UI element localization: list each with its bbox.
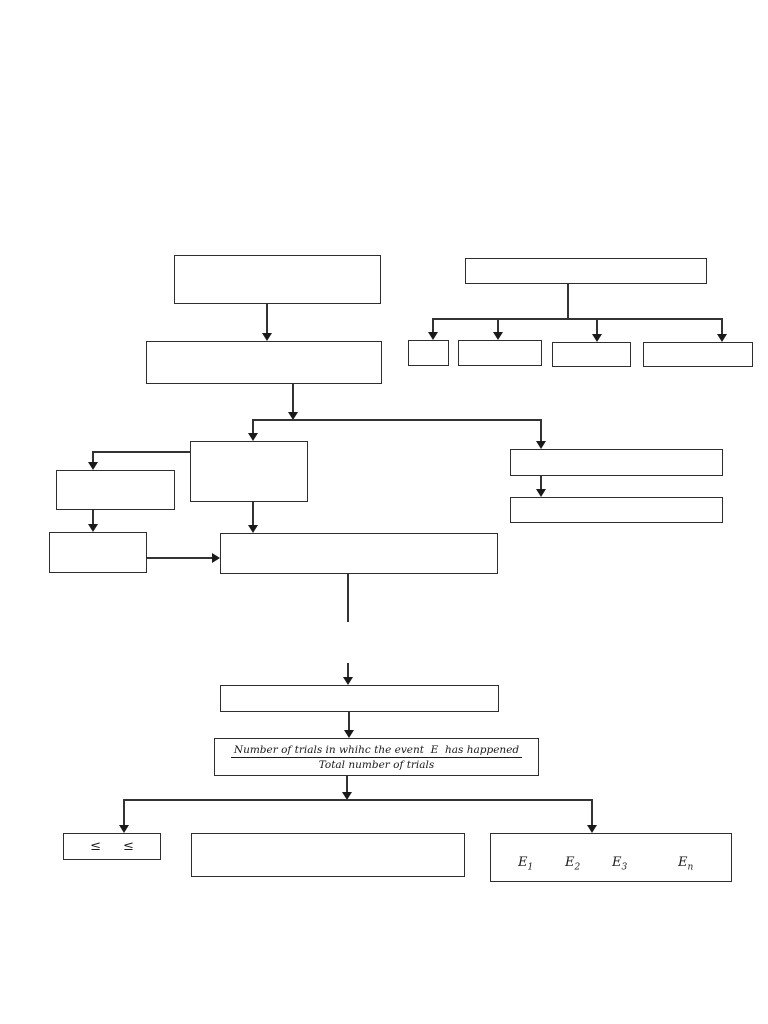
arrowhead-child-to-merge xyxy=(212,553,220,563)
box-events xyxy=(490,833,732,882)
box-right-root xyxy=(465,258,707,284)
event-base: E xyxy=(565,855,575,870)
connector-level2-down xyxy=(292,384,294,412)
formula-denominator: Total number of trials xyxy=(318,758,435,771)
connector-child-to-merge xyxy=(147,557,212,559)
event-label-3: E3 xyxy=(612,855,627,873)
connector-formula-down xyxy=(346,776,348,792)
box-right-child-3 xyxy=(552,342,631,367)
box-right-child-4 xyxy=(643,342,753,367)
box-bottom-middle xyxy=(191,833,465,877)
connector-main-to-merge xyxy=(252,502,254,525)
box-right-child-2 xyxy=(458,340,542,366)
connector-right-drop-1 xyxy=(432,318,434,332)
box-branch-left xyxy=(56,470,175,510)
box-branch-main xyxy=(190,441,308,502)
event-subscript: 3 xyxy=(621,862,628,873)
connector-merge-down-upper xyxy=(347,574,349,622)
arrowhead-left-child-down xyxy=(88,524,98,532)
leq-symbol-right: ≤ xyxy=(123,839,134,854)
box-merge-wide xyxy=(220,533,498,574)
arrowhead-split-right xyxy=(536,441,546,449)
event-subscript: n xyxy=(687,862,694,873)
events-content: E1 E2 E3 En xyxy=(490,833,732,882)
box-branch-left-child xyxy=(49,532,147,573)
arrowhead-bottom-right xyxy=(587,825,597,833)
connector-bottom-left-drop xyxy=(123,799,125,825)
formula-numerator: Number of trials in whihc the event E ha… xyxy=(230,744,523,758)
event-base: E xyxy=(678,855,688,870)
connector-split-left-drop xyxy=(252,419,254,433)
connector-right-drop-4 xyxy=(721,318,723,334)
event-base: E xyxy=(518,855,528,870)
box-right-mid-2 xyxy=(510,497,723,523)
box-right-mid-1 xyxy=(510,449,723,476)
arrowhead-root-down xyxy=(262,333,272,341)
connector-left-child-down xyxy=(92,510,94,524)
connector-root-down xyxy=(266,304,268,333)
arrowhead-right-mid-down xyxy=(536,489,546,497)
connector-bottom-right-drop xyxy=(591,799,593,825)
connector-right-mid-down xyxy=(540,476,542,489)
arrowhead-right-drop-3 xyxy=(592,334,602,342)
event-subscript: 1 xyxy=(527,862,534,873)
event-subscript: 2 xyxy=(574,862,581,873)
connector-main-to-left xyxy=(92,451,190,453)
arrowhead-right-drop-4 xyxy=(717,334,727,342)
arrowhead-merge-down xyxy=(343,677,353,685)
arrowhead-narrow-to-formula xyxy=(344,730,354,738)
inequality-content: ≤ ≤ xyxy=(63,833,161,860)
connector-split-horizontal xyxy=(252,419,542,421)
arrowhead-level2-down xyxy=(288,412,298,420)
arrowhead-right-drop-2 xyxy=(493,332,503,340)
arrowhead-main-to-merge xyxy=(248,525,258,533)
arrowhead-right-drop-1 xyxy=(428,332,438,340)
connector-right-drop-2 xyxy=(497,318,499,332)
connector-merge-down-lower xyxy=(347,663,349,677)
arrowhead-left-drop xyxy=(88,462,98,470)
connector-right-drop-3 xyxy=(596,318,598,334)
arrowhead-split-left xyxy=(248,433,258,441)
connector-right-horizontal xyxy=(432,318,722,320)
event-label-2: E2 xyxy=(565,855,580,873)
connector-left-drop xyxy=(92,451,94,462)
connector-right-root-down xyxy=(567,284,569,319)
connector-narrow-to-formula xyxy=(348,712,350,730)
event-label-1: E1 xyxy=(518,855,533,873)
event-base: E xyxy=(612,855,622,870)
connector-bottom-horizontal xyxy=(123,799,592,801)
box-right-child-1 xyxy=(408,340,449,366)
arrowhead-formula-down xyxy=(342,792,352,800)
event-label-n: En xyxy=(678,855,693,873)
arrowhead-bottom-left xyxy=(119,825,129,833)
connector-split-right-drop xyxy=(540,419,542,441)
box-left-root xyxy=(174,255,381,304)
box-narrow-mid xyxy=(220,685,499,712)
box-inequality xyxy=(63,833,161,860)
box-left-level2 xyxy=(146,341,382,384)
leq-symbol-left: ≤ xyxy=(90,839,101,854)
probability-formula: Number of trials in whihc the event E ha… xyxy=(214,738,539,776)
